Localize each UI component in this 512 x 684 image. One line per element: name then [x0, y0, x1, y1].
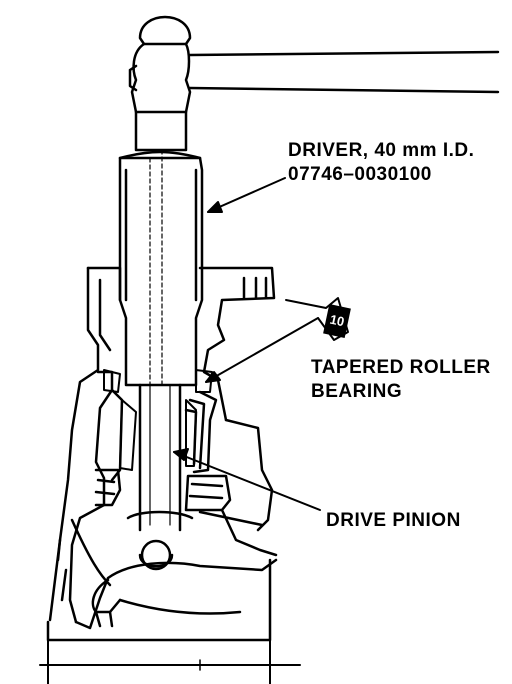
drive-pinion-shaft — [126, 383, 194, 571]
pinion-label: DRIVE PINION — [326, 510, 461, 531]
driver-label-line2: 07746–0030100 — [288, 164, 432, 185]
leader-pinion — [173, 448, 321, 511]
bearing-label-line2: BEARING — [311, 381, 403, 402]
base-line — [39, 639, 301, 684]
tapered-roller-bearing — [103, 369, 213, 471]
leader-bearing — [205, 317, 319, 383]
driver-tool — [118, 149, 204, 387]
leader-driver — [207, 177, 286, 213]
housing-left — [48, 266, 124, 624]
bearing-label-line1: TAPERED ROLLER — [311, 357, 491, 378]
hammer-head — [128, 15, 500, 152]
driver-label-line1: DRIVER, 40 mm I.D. — [288, 140, 475, 161]
support-block — [46, 518, 278, 642]
